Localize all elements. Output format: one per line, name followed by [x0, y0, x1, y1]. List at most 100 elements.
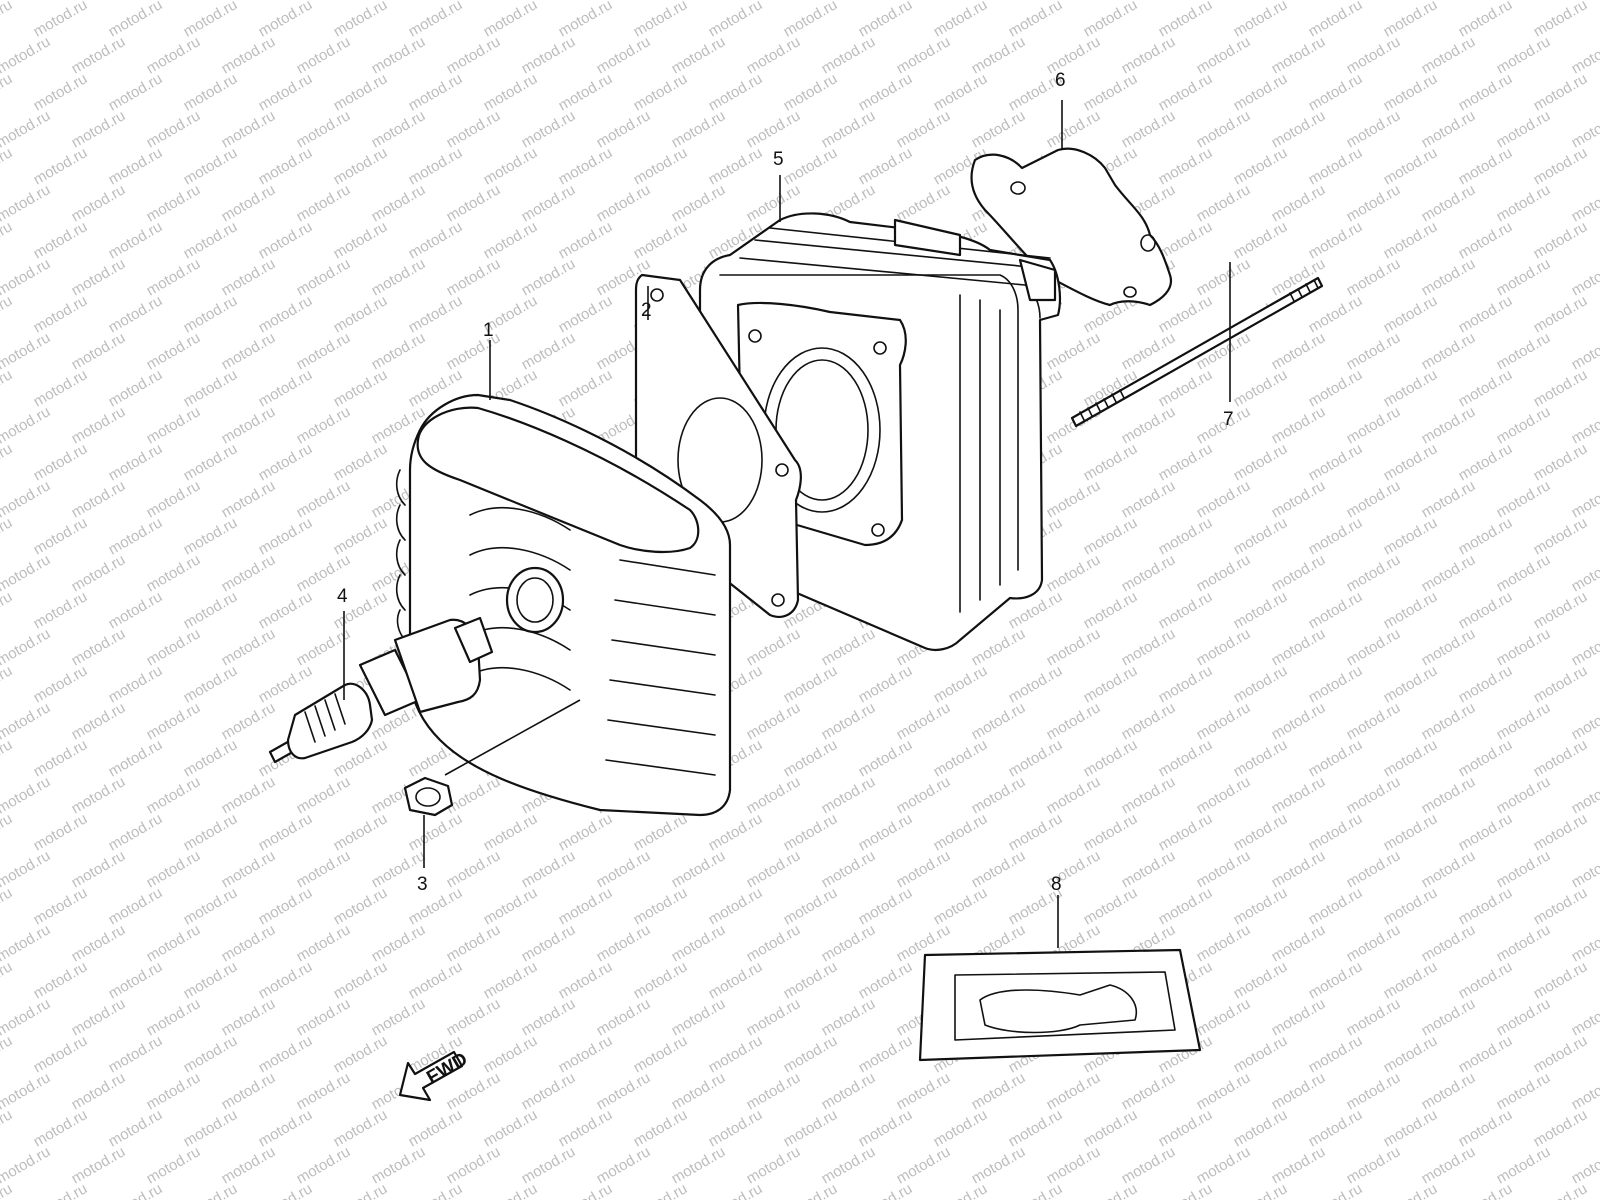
watermark-text: motod.ru	[1381, 514, 1441, 558]
watermark-text: motod.ru	[144, 107, 204, 151]
watermark-text: motod.ru	[1081, 588, 1141, 632]
watermark-text: motod.ru	[556, 810, 616, 854]
watermark-text: motod.ru	[1306, 366, 1366, 410]
watermark-text: motod.ru	[106, 514, 166, 558]
watermark-text: motod.ru	[69, 995, 129, 1039]
watermark-text: motod.ru	[1194, 995, 1254, 1039]
watermark-text: motod.ru	[894, 847, 954, 891]
watermark-text: motod.ru	[1156, 810, 1216, 854]
watermark-text: motod.ru	[894, 107, 954, 151]
watermark-text: motod.ru	[444, 329, 504, 373]
watermark-text: motod.ru	[1381, 218, 1441, 262]
watermark-text: motod.ru	[1569, 107, 1600, 151]
watermark-text: motod.ru	[1344, 329, 1404, 373]
watermark-text: motod.ru	[144, 699, 204, 743]
callout-numbers: 1 2 3 4 5 6 7 8	[337, 70, 1234, 895]
watermark-text: motod.ru	[69, 403, 129, 447]
callout-6: 6	[1055, 70, 1066, 91]
watermark-text: motod.ru	[1231, 884, 1291, 928]
watermark-text: motod.ru	[444, 255, 504, 299]
watermark-text: motod.ru	[1006, 736, 1066, 780]
watermark-text: motod.ru	[1231, 810, 1291, 854]
watermark-text: motod.ru	[1156, 662, 1216, 706]
watermark-text: motod.ru	[1381, 1032, 1441, 1076]
watermark-text: motod.ru	[369, 1143, 429, 1187]
watermark-text: motod.ru	[31, 70, 91, 114]
watermark-text: motod.ru	[331, 144, 391, 188]
watermark-text: motod.ru	[1456, 144, 1516, 188]
watermark-text: motod.ru	[1081, 884, 1141, 928]
watermark-text: motod.ru	[1419, 699, 1479, 743]
watermark-text: motod.ru	[1156, 514, 1216, 558]
watermark-text: motod.ru	[594, 847, 654, 891]
watermark-text: motod.ru	[1344, 181, 1404, 225]
watermark-text: motod.ru	[706, 144, 766, 188]
watermark-text: motod.ru	[781, 1180, 841, 1200]
watermark-text: motod.ru	[1381, 1106, 1441, 1150]
watermark-text: motod.ru	[106, 736, 166, 780]
watermark-text: motod.ru	[744, 699, 804, 743]
watermark-text: motod.ru	[744, 625, 804, 669]
watermark-text: motod.ru	[781, 884, 841, 928]
watermark-text: motod.ru	[0, 847, 53, 891]
watermark-text: motod.ru	[1194, 1069, 1254, 1113]
watermark-text: motod.ru	[106, 588, 166, 632]
watermark-text: motod.ru	[294, 847, 354, 891]
watermark-text: motod.ru	[0, 440, 15, 484]
watermark-text: motod.ru	[219, 773, 279, 817]
watermark-text: motod.ru	[444, 1143, 504, 1187]
watermark-text: motod.ru	[1156, 588, 1216, 632]
watermark-text: motod.ru	[181, 1106, 241, 1150]
watermark-text: motod.ru	[819, 995, 879, 1039]
watermark-text: motod.ru	[331, 440, 391, 484]
watermark-text: motod.ru	[406, 144, 466, 188]
watermark-text: motod.ru	[444, 921, 504, 965]
watermark-text: motod.ru	[1494, 1143, 1554, 1187]
watermark-text: motod.ru	[1569, 329, 1600, 373]
watermark-text: motod.ru	[1456, 958, 1516, 1002]
watermark-text: motod.ru	[1306, 1032, 1366, 1076]
watermark-text: motod.ru	[1531, 1180, 1591, 1200]
watermark-text: motod.ru	[1531, 1032, 1591, 1076]
watermark-text: motod.ru	[1569, 181, 1600, 225]
watermark-text: motod.ru	[631, 1106, 691, 1150]
watermark-text: motod.ru	[1119, 625, 1179, 669]
watermark-text: motod.ru	[1044, 33, 1104, 77]
callout-1: 1	[483, 320, 494, 341]
watermark-text: motod.ru	[1381, 70, 1441, 114]
watermark-text: motod.ru	[0, 625, 53, 669]
watermark-text: motod.ru	[1119, 847, 1179, 891]
watermark-text: motod.ru	[1494, 33, 1554, 77]
watermark-text: motod.ru	[294, 995, 354, 1039]
watermark-text: motod.ru	[781, 144, 841, 188]
watermark-text: motod.ru	[144, 1143, 204, 1187]
watermark-text: motod.ru	[1081, 1180, 1141, 1200]
watermark-text: motod.ru	[219, 255, 279, 299]
gasket-set-kit	[918, 948, 1202, 1062]
watermark-text: motod.ru	[1381, 662, 1441, 706]
watermark-text: motod.ru	[256, 514, 316, 558]
watermark-text: motod.ru	[294, 477, 354, 521]
watermark-text: motod.ru	[481, 1106, 541, 1150]
watermark-text: motod.ru	[219, 551, 279, 595]
watermark-text: motod.ru	[1119, 773, 1179, 817]
watermark-text: motod.ru	[894, 33, 954, 77]
watermark-text: motod.ru	[631, 884, 691, 928]
watermark-text: motod.ru	[1569, 1069, 1600, 1113]
watermark-text: motod.ru	[1194, 773, 1254, 817]
watermark-text: motod.ru	[594, 1143, 654, 1187]
watermark-text: motod.ru	[856, 0, 916, 40]
watermark-text: motod.ru	[781, 0, 841, 40]
watermark-text: motod.ru	[706, 0, 766, 40]
watermark-text: motod.ru	[1381, 958, 1441, 1002]
watermark-text: motod.ru	[219, 403, 279, 447]
watermark-text: motod.ru	[1569, 255, 1600, 299]
watermark-text: motod.ru	[1419, 33, 1479, 77]
watermark-text: motod.ru	[31, 662, 91, 706]
watermark-text: motod.ru	[1569, 403, 1600, 447]
watermark-text: motod.ru	[369, 329, 429, 373]
watermark-text: motod.ru	[781, 736, 841, 780]
watermark-text: motod.ru	[969, 107, 1029, 151]
watermark-text: motod.ru	[0, 366, 15, 410]
watermark-text: motod.ru	[556, 0, 616, 40]
